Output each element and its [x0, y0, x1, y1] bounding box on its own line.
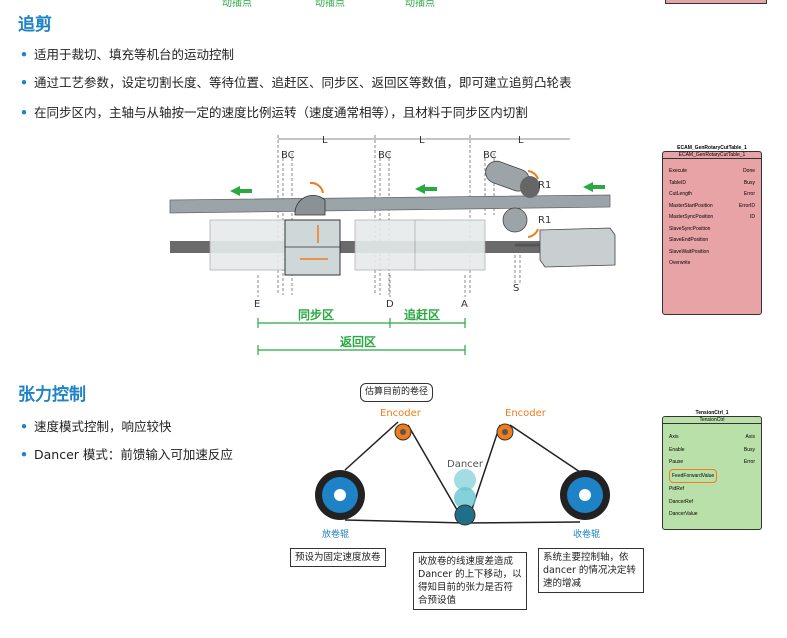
fb-rotary-cut-table: ECAM_GenRotaryCutTable_1 ECAM_GenRotaryC… — [662, 145, 762, 315]
pos-S: S — [513, 283, 519, 294]
flying-shear-diagram: L L L BC BC BC R1 R1 E D A S — [169, 135, 616, 355]
fb2-input-pin: DancerValue — [669, 511, 698, 517]
pos-D: D — [386, 299, 394, 310]
dim-L-1: L — [322, 135, 328, 146]
top-label-1: 动插点 — [222, 0, 252, 9]
unwind-label: 放卷辊 — [322, 530, 350, 540]
bc-3: BC — [483, 150, 497, 161]
note-dancer: 收放卷的线速度差造成 Dancer 的上下移动，以得知目前的张力是否符合预设值 — [413, 552, 527, 610]
r1-top: R1 — [538, 180, 551, 191]
bullet-1: •适用于裁切、填充等机台的运动控制 — [20, 47, 235, 62]
fb1-input-pin: Overwrite — [669, 260, 691, 266]
fb2-input-pin: DancerRef — [669, 498, 693, 505]
fb1-output-pin: Error — [743, 191, 755, 197]
fb1-output-pin: Busy — [743, 179, 755, 186]
encoder-right-label: Encoder — [505, 408, 546, 419]
bc-1: BC — [281, 150, 295, 161]
fb2-input-pin: FeedForwardValue — [669, 468, 718, 483]
fb2-output-pin: Error — [743, 459, 755, 465]
fb1-input-pin: CutLength — [669, 191, 693, 197]
bullet-5: •Dancer 模式：前馈输入可加速反应 — [20, 447, 233, 462]
bullet-3: •在同步区内，主轴与从轴按一定的速度比例运转（速度通常相等），且材料于同步区内切… — [20, 105, 528, 120]
top-cut-box — [665, 0, 767, 4]
fb2-instance: TensionCtrl_1 — [695, 410, 729, 416]
fb2-output-pin: Axis — [745, 434, 755, 440]
note-rewind: 系统主要控制轴，依 dancer 的情况决定转速的增减 — [538, 548, 644, 593]
note-unwind: 预设为固定速度放卷 — [290, 548, 386, 567]
fb1-instance: ECAM_GenRotaryCutTable_1 — [677, 145, 747, 151]
fb1-input-pin: SlaveSyncPosition — [669, 225, 711, 232]
fb1-input-pin: Execute — [669, 168, 688, 174]
fb2-type: TensionCtrl — [663, 417, 761, 424]
fb1-input-pin: MasterSyncPosition — [669, 214, 714, 220]
section-title-tension: 张力控制 — [18, 385, 86, 405]
top-label-2: 动插点 — [315, 0, 345, 9]
encoder-left-label: Encoder — [380, 408, 421, 419]
fb1-output-pin: ErrorID — [738, 202, 755, 209]
top-label-3: 动插点 — [405, 0, 435, 9]
dim-L-3: L — [518, 135, 524, 146]
rewind-label: 收卷辊 — [573, 530, 601, 540]
pos-A: A — [461, 299, 468, 310]
estimate-box: 估算目前的卷径 — [360, 383, 434, 402]
fb2-output-pin: Busy — [743, 446, 755, 453]
fb1-type: ECAM_GenRotaryCutTable_1 — [663, 152, 761, 159]
fb1-output-pin: Done — [743, 168, 755, 174]
fb2-input-pin: PidRef — [669, 486, 685, 492]
fb2-input-pin: Pause — [669, 459, 684, 465]
bullet-2: •通过工艺参数，设定切割长度、等待位置、追赶区、同步区、返回区等数值，即可建立追… — [20, 75, 572, 90]
fb2-input-pin: Axis — [669, 434, 679, 440]
bc-2: BC — [378, 150, 392, 161]
catch-zone-label: 追赶区 — [404, 308, 441, 322]
bullet-4: •速度模式控制，响应较快 — [20, 419, 172, 434]
fb1-output-pin: ID — [750, 214, 755, 220]
dim-L-2: L — [419, 135, 425, 146]
r1-bottom: R1 — [538, 215, 551, 226]
tension-diagram — [315, 421, 610, 526]
fb1-input-pin: MasterStartPosition — [669, 202, 713, 209]
fb1-input-pin: SlaveWaitPosition — [669, 248, 710, 255]
section-title-flying-shear: 追剪 — [18, 15, 52, 35]
pos-E: E — [254, 299, 260, 310]
sync-zone-label: 同步区 — [298, 308, 335, 322]
fb1-input-pin: SlaveEndPosition — [669, 237, 709, 243]
fb2-input-pin: Enable — [669, 446, 685, 453]
dancer-label: Dancer — [447, 459, 483, 470]
fb1-input-pin: TableID — [669, 179, 686, 186]
return-zone-label: 返回区 — [340, 335, 377, 349]
